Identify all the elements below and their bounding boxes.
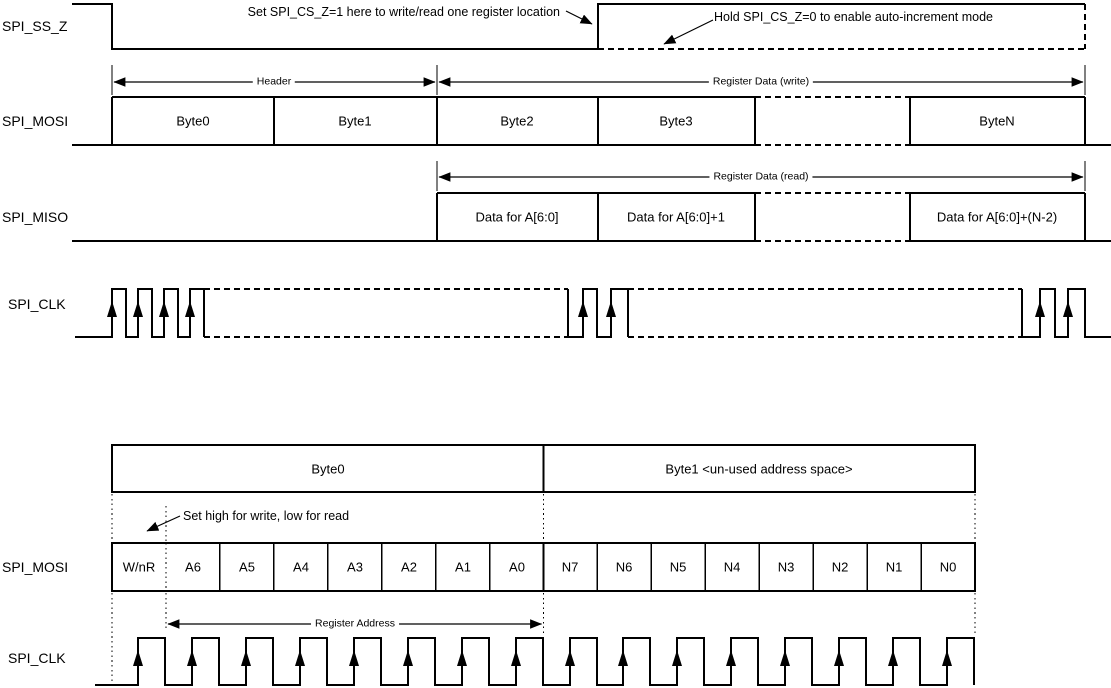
- miso-frame-dashed-gap: [755, 192, 910, 242]
- bit-label: A6: [185, 559, 201, 575]
- bottom-clk-waveform: [95, 637, 975, 686]
- dimension-label-register-address: Register Address: [311, 616, 399, 632]
- bit-label: N0: [939, 559, 957, 575]
- annotation-arrow-wnr: [146, 515, 181, 532]
- bit-label: N3: [777, 559, 795, 575]
- bit-label: A4: [293, 559, 309, 575]
- bit-label: N5: [669, 559, 687, 575]
- mosi-byte-label: Byte2: [500, 113, 534, 129]
- mosi-frame-boxes: [72, 96, 1111, 146]
- mosi-byte-label: ByteN: [979, 113, 1015, 129]
- miso-data-label: Data for A[6:0]+1: [627, 209, 725, 225]
- signal-label-bottom-clk: SPI_CLK: [8, 650, 66, 666]
- clk-waveform-dashed-break: [204, 288, 1022, 338]
- signal-label-miso: SPI_MISO: [2, 209, 69, 225]
- bit-label: N1: [885, 559, 903, 575]
- annotation-arrow-cs-high: [565, 10, 593, 25]
- bit-label: A2: [401, 559, 417, 575]
- bit-label: A5: [239, 559, 255, 575]
- bit-label: A3: [347, 559, 363, 575]
- miso-data-label: Data for A[6:0]+(N-2): [936, 209, 1058, 225]
- dimension-label-header: Header: [252, 74, 296, 90]
- miso-data-label: Data for A[6:0]: [475, 209, 559, 225]
- signal-label-bottom-mosi: SPI_MOSI: [2, 559, 69, 575]
- mosi-byte-label: Byte3: [659, 113, 693, 129]
- byte-header-label: Byte0: [311, 461, 345, 477]
- mosi-byte-label: Byte0: [176, 113, 210, 129]
- bit-label: N6: [615, 559, 633, 575]
- bit-cell-separators: [219, 543, 922, 591]
- bit-label: N4: [723, 559, 741, 575]
- bit-label: N7: [561, 559, 579, 575]
- ss-z-waveform: [72, 3, 1085, 50]
- clk-rising-edge-arrow-icons: [107, 301, 1073, 317]
- dimension-extension-ticks: [111, 65, 1086, 191]
- miso-frame-boxes: [72, 192, 1111, 242]
- bit-label: W/nR: [122, 559, 156, 575]
- bit-label: A0: [509, 559, 525, 575]
- clk-waveform: [75, 288, 1111, 338]
- dimension-label-register-data-read: Register Data (read): [709, 169, 813, 185]
- bit-label: N2: [831, 559, 849, 575]
- annotation-wnr-text: Set high for write, low for read: [183, 509, 350, 523]
- dimension-label-register-data-write: Register Data (write): [708, 74, 814, 90]
- annotation-cs-high-text: Set SPI_CS_Z=1 here to write/read one re…: [247, 5, 560, 19]
- bit-label: A1: [455, 559, 471, 575]
- ss-z-hold-low-dashed: [598, 4, 1086, 50]
- mosi-frame-dashed-gap: [755, 96, 910, 146]
- mosi-byte-label: Byte1: [338, 113, 372, 129]
- signal-label-mosi: SPI_MOSI: [2, 113, 69, 129]
- annotation-cs-low-text: Hold SPI_CS_Z=0 to enable auto-increment…: [714, 10, 993, 24]
- signal-label-clk: SPI_CLK: [8, 296, 66, 312]
- signal-label-ss-z: SPI_SS_Z: [2, 18, 68, 34]
- annotation-arrow-cs-low: [663, 19, 714, 45]
- byte-header-label: Byte1 <un-used address space>: [665, 461, 853, 477]
